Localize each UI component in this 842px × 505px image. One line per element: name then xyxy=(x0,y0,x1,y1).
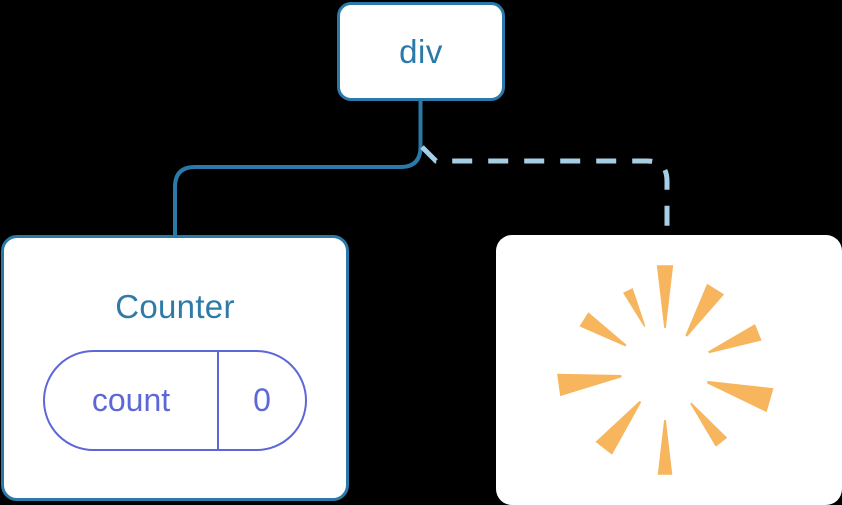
edge-div-to-counter xyxy=(173,98,423,238)
sparkle-burst-icon xyxy=(557,265,774,475)
burst-ray-9 xyxy=(623,288,646,327)
div-node-label: div xyxy=(399,32,443,70)
counter-node-label: Counter xyxy=(115,288,235,325)
burst-ray-3 xyxy=(706,380,774,413)
counter-state-pill[interactable]: count 0 xyxy=(43,350,307,451)
burst-ray-2 xyxy=(708,324,762,354)
burst-ray-group xyxy=(557,265,774,475)
burst-ray-4 xyxy=(690,402,728,447)
burst-ray-7 xyxy=(557,373,622,397)
burst-ray-5 xyxy=(657,420,673,475)
burst-node[interactable] xyxy=(496,235,842,505)
edge-div-to-burst xyxy=(420,145,670,238)
state-value-label: 0 xyxy=(253,382,271,418)
counter-node[interactable]: Counter count 0 xyxy=(1,235,349,501)
burst-ray-0 xyxy=(656,265,674,328)
burst-ray-6 xyxy=(595,400,642,455)
state-key-label: count xyxy=(45,352,219,449)
div-node[interactable]: div xyxy=(337,2,505,101)
burst-ray-8 xyxy=(579,312,627,347)
burst-ray-1 xyxy=(685,283,725,337)
